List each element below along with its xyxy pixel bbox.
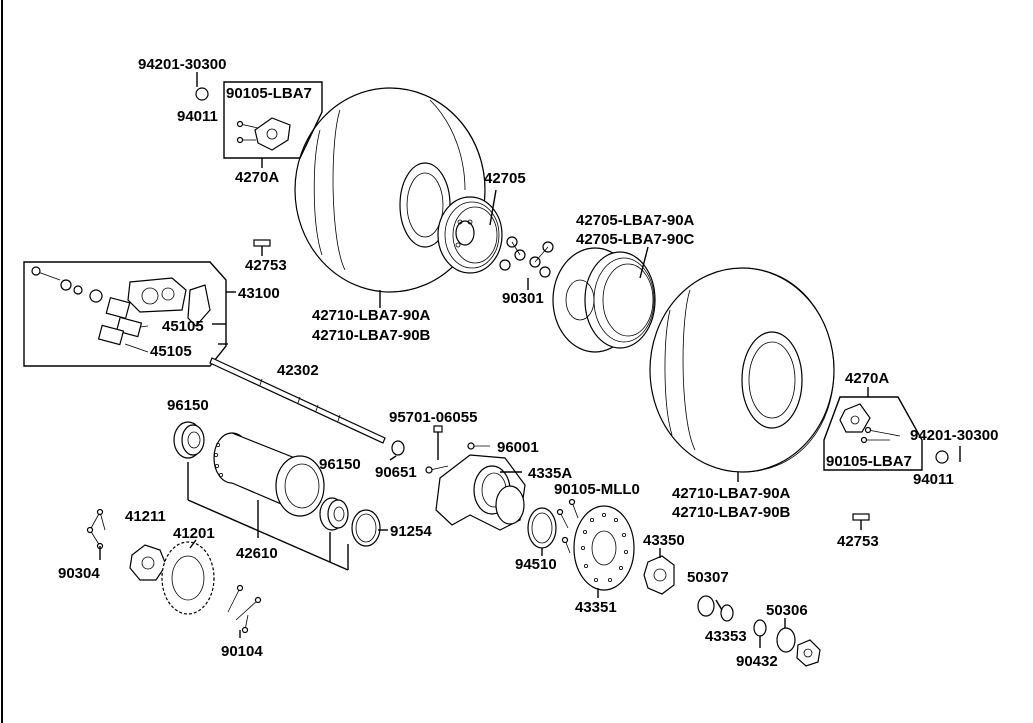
label-43353: 43353 xyxy=(705,628,747,645)
label-96001: 96001 xyxy=(497,439,539,456)
label-45105-a: 45105 xyxy=(162,318,204,335)
bearing-96150-b xyxy=(319,497,349,531)
bolt-95701-06055 xyxy=(433,425,443,460)
label-42710-lba7-90b-a: 42710-LBA7-90B xyxy=(312,327,431,344)
label-94201-30300-b: 94201-30300 xyxy=(910,427,998,444)
bolt-42753-b xyxy=(852,513,870,530)
label-43351: 43351 xyxy=(575,599,617,616)
label-42710-lba7-90a-a: 42710-LBA7-90A xyxy=(312,307,431,324)
part-labels: 94201-30300 94011 90105-LBA7 4270A 42705… xyxy=(58,56,998,670)
label-42753-b: 42753 xyxy=(837,533,879,550)
label-42753-a: 42753 xyxy=(245,257,287,274)
label-90432: 90432 xyxy=(736,653,778,670)
label-90105-lba7-b: 90105-LBA7 xyxy=(826,453,912,470)
o-ring xyxy=(495,485,525,525)
label-95701-06055: 95701-06055 xyxy=(389,409,477,426)
axle-42302 xyxy=(209,357,386,444)
hub-43350 xyxy=(643,555,675,595)
label-42705-lba7-90c: 42705-LBA7-90C xyxy=(576,231,695,248)
label-41211: 41211 xyxy=(125,508,166,525)
bolts-96001 xyxy=(425,442,490,474)
label-90104: 90104 xyxy=(221,643,263,660)
label-50306: 50306 xyxy=(766,602,808,619)
hub-box-b xyxy=(823,387,923,471)
caliper-box xyxy=(23,261,236,367)
label-42710-lba7-90b-b: 42710-LBA7-90B xyxy=(672,504,791,521)
bolts-90104 xyxy=(227,584,262,634)
rim-42705-lba7 xyxy=(552,247,656,353)
label-50307: 50307 xyxy=(687,569,729,586)
right-tire xyxy=(649,267,835,473)
label-94201-30300-a: 94201-30300 xyxy=(138,56,226,73)
label-4270a-b: 4270A xyxy=(845,370,889,387)
label-94011-a: 94011 xyxy=(177,108,218,125)
label-96150-a: 96150 xyxy=(167,397,209,414)
label-42302: 42302 xyxy=(277,362,319,379)
label-4270a-a: 4270A xyxy=(235,169,279,186)
axle-housing-42610 xyxy=(213,432,325,517)
label-42705-lba7-90a: 42705-LBA7-90A xyxy=(576,212,695,229)
seal-91254 xyxy=(351,509,381,547)
disc-43351 xyxy=(573,505,635,591)
label-43350: 43350 xyxy=(643,532,685,549)
sprocket-41201 xyxy=(161,541,215,615)
label-94510: 94510 xyxy=(515,556,557,573)
bolts-90304 xyxy=(86,508,106,550)
label-90651: 90651 xyxy=(375,464,417,481)
rim-42705 xyxy=(437,196,503,274)
sprocket-hub-41211 xyxy=(129,544,167,581)
bolts-90105-mll0 xyxy=(556,498,579,554)
label-42610: 42610 xyxy=(236,545,278,562)
label-96150-b: 96150 xyxy=(319,456,361,473)
left-tire xyxy=(294,87,486,293)
ring-90651 xyxy=(391,440,405,456)
label-91254: 91254 xyxy=(390,523,432,540)
label-43100: 43100 xyxy=(238,285,280,302)
group-bracket-42610 xyxy=(187,462,349,571)
label-42710-lba7-90a-b: 42710-LBA7-90A xyxy=(672,485,791,502)
hub-box-a xyxy=(223,81,323,168)
label-45105-b: 45105 xyxy=(150,343,192,360)
label-4335a: 4335A xyxy=(528,465,572,482)
leader-lines xyxy=(99,189,786,648)
label-41201: 41201 xyxy=(173,525,215,542)
label-42705: 42705 xyxy=(484,170,526,187)
wheel-nuts-90301 xyxy=(499,236,554,278)
label-94011-b: 94011 xyxy=(913,471,954,488)
label-90105-lba7-a: 90105-LBA7 xyxy=(226,85,312,102)
stud-nut-b xyxy=(935,446,961,464)
label-90301: 90301 xyxy=(502,290,544,307)
label-90105-mll0: 90105-MLL0 xyxy=(554,481,640,498)
bearing-96150-a xyxy=(173,421,205,459)
bolt-42753-a xyxy=(253,239,271,256)
ring-94510 xyxy=(527,507,557,549)
nut-50306 xyxy=(776,627,821,667)
label-90304: 90304 xyxy=(58,565,100,582)
stud-nut-a xyxy=(195,72,209,101)
